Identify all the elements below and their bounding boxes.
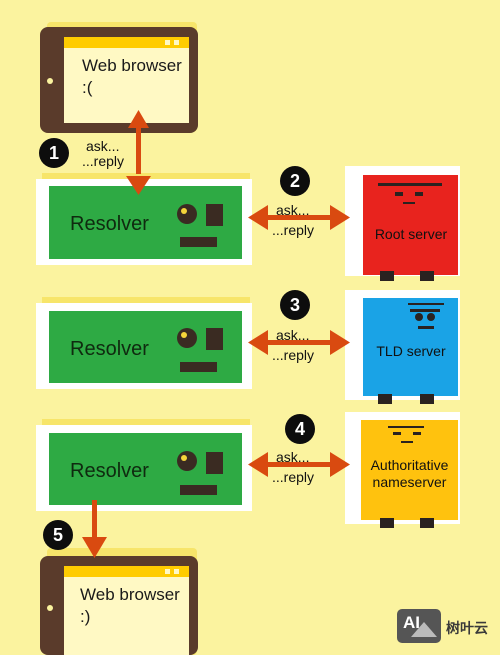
arrow-right-icon (330, 205, 350, 230)
step-3-ask: ask... (276, 327, 310, 343)
arrow-5-shaft (92, 500, 97, 538)
browser-top-title: Web browser (82, 56, 182, 75)
watermark-text: 树叶云 (446, 620, 488, 636)
step-1-ask: ask... (86, 138, 120, 154)
resolver-1 (36, 173, 252, 265)
root-server-label: Root server (374, 226, 448, 242)
resolver-3-label: Resolver (70, 460, 149, 482)
step-4-reply: ...reply (272, 469, 315, 485)
arrow-left-icon (248, 330, 268, 355)
auth-server-label-line2: nameserver (372, 474, 447, 490)
step-2-ask: ask... (276, 202, 310, 218)
step-4-ask: ask... (276, 449, 310, 465)
arrow-up-icon (128, 110, 149, 128)
resolver-2 (36, 297, 252, 389)
arrow-right-icon (330, 452, 350, 477)
arrow-down-icon (82, 537, 107, 558)
step-4-badge: 4 (285, 414, 315, 444)
browser-top (40, 22, 198, 133)
resolver-2-label: Resolver (70, 338, 149, 360)
arrow-down-icon (126, 176, 151, 195)
resolver-3 (36, 419, 252, 511)
browser-bottom-title: Web browser (80, 585, 180, 604)
tld-server-label: TLD server (376, 343, 446, 359)
step-2-reply: ...reply (272, 222, 315, 238)
step-1-badge: 1 (39, 138, 69, 168)
arrow-1-shaft (136, 126, 141, 174)
arrows (82, 110, 350, 558)
auth-server (345, 412, 460, 528)
watermark-logo (397, 609, 441, 643)
browser-top-status: :( (82, 78, 93, 97)
home-button-icon (47, 605, 53, 611)
auth-server-label-line1: Authoritative (370, 457, 449, 473)
resolver-1-label: Resolver (70, 213, 149, 235)
browser-bottom (40, 548, 198, 655)
browser-bottom-status: :) (80, 607, 91, 626)
root-server (345, 166, 460, 281)
tld-server (345, 290, 460, 404)
home-button-icon (47, 78, 53, 84)
arrow-left-icon (248, 452, 268, 477)
arrow-left-icon (248, 205, 268, 230)
watermark-logo-text: AI (403, 613, 420, 632)
step-1-reply: ...reply (82, 153, 125, 169)
step-5-badge: 5 (43, 520, 73, 550)
step-3-reply: ...reply (272, 347, 315, 363)
step-3-badge: 3 (280, 290, 310, 320)
step-2-badge: 2 (280, 166, 310, 196)
arrow-right-icon (330, 330, 350, 355)
